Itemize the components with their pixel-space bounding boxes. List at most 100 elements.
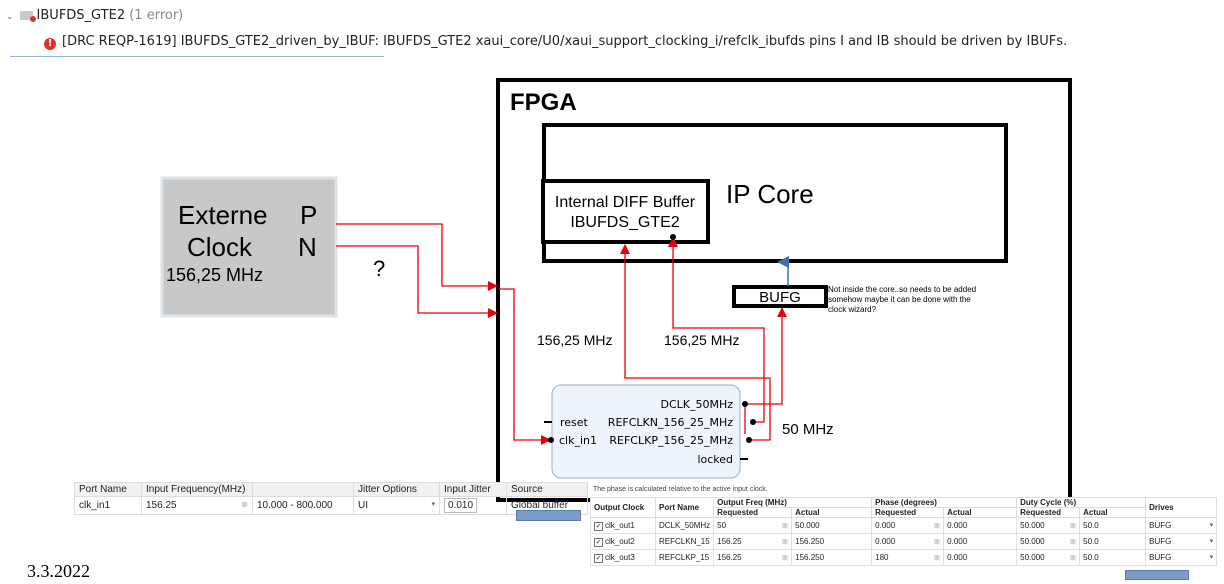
clear-icon[interactable]: ⊗ [781,537,789,546]
diff-buffer-box [541,179,710,244]
col-phase-requested: Requested [871,507,945,518]
input-jitter-field[interactable]: 0.010 [439,496,507,515]
checkbox-icon[interactable]: ✓ [594,553,603,563]
duty-requested-field[interactable]: 50.000⊗ [1016,517,1081,534]
checkbox-icon[interactable]: ✓ [594,521,603,531]
wizard-port-dclk: DCLK_50MHz [660,398,733,411]
col-drives: Drives [1145,497,1218,518]
clear-icon[interactable]: ⊗ [1069,537,1077,546]
ext-clock-freq: 156,25 MHz [166,265,263,285]
scrollbar-thumb[interactable] [1125,570,1189,580]
drives-select[interactable]: BUFG▾ [1145,517,1218,534]
drc-group-count: (1 error) [129,8,184,23]
clk-out3-checkbox[interactable]: ✓clk_out3 [590,549,656,566]
table-row: ✓clk_out3 REFCLKP_15 156.25⊗ 156.250 180… [590,549,1218,566]
clear-icon[interactable]: ⊗ [1069,521,1077,530]
chevron-down-icon: ▾ [1209,538,1214,545]
diff-buffer-line2: IBUFDS_GTE2 [570,214,679,231]
pin-p-label: P [300,200,317,230]
freq-requested-field[interactable]: 50⊗ [713,517,793,534]
port-name-cell: clk_in1 [74,496,142,515]
freq-range-cell: 10.000 - 800.000 [252,496,354,515]
clear-icon[interactable]: ⊗ [781,521,789,530]
input-clock-table: Port Name Input Frequency(MHz) Jitter Op… [74,482,588,515]
clk-out2-checkbox[interactable]: ✓clk_out2 [590,533,656,550]
phase-requested-field[interactable]: 0.000⊗ [871,517,945,534]
out-port-name[interactable]: REFCLKP_15 [654,549,715,566]
out-port-name[interactable]: DCLK_50MHz [654,517,715,534]
error-icon: ! [44,38,56,50]
table-row: clk_in1 156.25⊗ 10.000 - 800.000 UI▾ 0.0… [74,496,588,515]
wizard-port-reset: reset [560,416,589,429]
clear-icon[interactable]: ⊗ [933,537,941,546]
freq-left-label: 156,25 MHz [537,332,612,348]
input-freq-field[interactable]: 156.25⊗ [141,496,253,515]
duty-actual-cell: 50.0 [1079,517,1147,534]
drc-group-label: IBUFDS_GTE2 [36,8,126,23]
col-port-name: Port Name [74,482,142,497]
clk-out1-checkbox[interactable]: ✓clk_out1 [590,517,656,534]
clear-icon[interactable]: ⊗ [241,500,248,509]
folder-error-icon [19,11,36,22]
freq-requested-field[interactable]: 156.25⊗ [713,533,793,550]
clear-icon[interactable]: ⊗ [1069,553,1077,562]
freq-right-label: 50 MHz [782,421,834,438]
tree-toggle-icon[interactable]: ⌄ [6,12,14,22]
wizard-port-refclkp: REFCLKP_156_25_MHz [609,434,733,447]
bufg-note-2: somehow maybe it can be done with the [828,295,971,304]
col-range [252,482,354,497]
footer-date: 3.3.2022 [27,561,90,581]
ip-core-label: IP Core [726,179,814,209]
duty-requested-field[interactable]: 50.000⊗ [1016,533,1081,550]
col-out-port-name: Port Name [654,497,715,518]
checkbox-icon[interactable]: ✓ [594,537,603,547]
phase-actual-cell: 0.000 [943,517,1018,534]
drives-select[interactable]: BUFG▾ [1145,533,1218,550]
clock-wizard-box [551,384,741,479]
wizard-port-clkin: clk_in1 [559,434,597,447]
col-output-clock: Output Clock [590,497,656,518]
col-duty-requested: Requested [1016,507,1081,518]
pin-dot-dclk [742,401,748,407]
table-row: ✓clk_out2 REFCLKN_15 156.25⊗ 156.250 0.0… [590,533,1218,550]
freq-actual-cell: 156.250 [791,549,873,566]
drc-group-row[interactable]: ⌄ IBUFDS_GTE2 (1 error) [6,8,183,23]
phase-note: The phase is calculated relative to the … [593,486,768,493]
phase-requested-field[interactable]: 0.000⊗ [871,533,945,550]
phase-requested-field[interactable]: 180⊗ [871,549,945,566]
freq-actual-cell: 50.000 [791,517,873,534]
output-clock-table: Output Clock Port Name Output Freq (MHz)… [590,497,1218,566]
drc-error-message: [DRC REQP-1619] IBUFDS_GTE2_driven_by_IB… [62,34,1068,49]
freq-requested-field[interactable]: 156.25⊗ [713,549,793,566]
bufg-label: BUFG [759,289,801,306]
question-mark: ? [373,256,385,281]
drc-error-row[interactable]: ! [DRC REQP-1619] IBUFDS_GTE2_driven_by_I… [44,34,1067,50]
chevron-down-icon: ▾ [431,501,435,508]
bufg-note-1: Not inside the core..so needs to be adde… [828,285,976,294]
pin-dot-buffer [670,234,676,240]
duty-requested-field[interactable]: 50.000⊗ [1016,549,1081,566]
jitter-options-select[interactable]: UI▾ [353,496,440,515]
scrollbar-thumb[interactable] [516,510,581,521]
wire-fpga-to-clkin [499,288,551,445]
col-phase-actual: Actual [943,507,1018,518]
clear-icon[interactable]: ⊗ [781,553,789,562]
phase-actual-cell: 0.000 [943,533,1018,550]
col-phase: Phase (degrees) [871,497,1018,508]
pin-n-label: N [298,232,317,262]
clear-icon[interactable]: ⊗ [933,521,941,530]
col-freq-actual: Actual [791,507,873,518]
freq-actual-cell: 156.250 [791,533,873,550]
pin-dot-clkin [548,437,554,443]
wizard-port-locked: locked [697,453,733,466]
clear-icon[interactable]: ⊗ [933,553,941,562]
selection-underline [10,56,384,57]
wire-dclk-to-bufg [745,307,787,405]
col-freq-requested: Requested [713,507,793,518]
drives-select[interactable]: BUFG▾ [1145,549,1218,566]
pin-dot-refclkn [750,419,756,425]
out-port-name[interactable]: REFCLKN_15 [654,533,715,550]
col-jitter-options: Jitter Options [353,482,440,497]
table-row: ✓clk_out1 DCLK_50MHz 50⊗ 50.000 0.000⊗ 0… [590,517,1218,534]
